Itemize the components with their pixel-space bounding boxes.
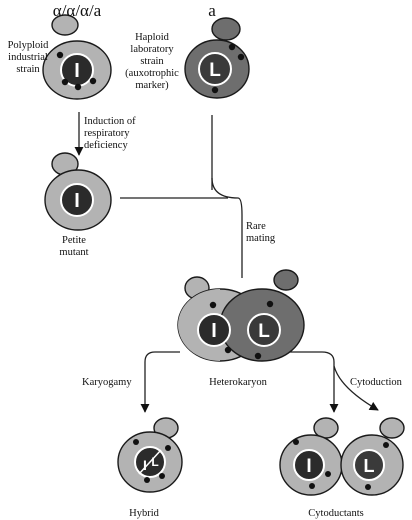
nucleus-letter-hybrid-industrial: I — [143, 457, 147, 473]
induction-step-label: Induction of respiratory deficiency — [84, 116, 136, 151]
hybrid-label: Hybrid — [129, 508, 159, 519]
industrial-strain-label: Polyploid industrial strain — [7, 40, 49, 75]
karyogamy-arrow — [140, 351, 180, 413]
lab-strain-label: Haploid laboratory strain (auxotrophic m… — [125, 32, 179, 91]
industrial-cell — [42, 14, 112, 100]
heterokaryon-cell — [177, 269, 305, 362]
industrial-genotype: α/α/α/a — [52, 1, 102, 20]
nucleus-letter-cytoductant-lab: L — [364, 456, 375, 476]
hybrid-cell — [117, 417, 183, 493]
petite-cell — [44, 152, 112, 231]
merge-curve — [211, 177, 243, 278]
lab-genotype: a — [208, 1, 216, 20]
cytoductants-label: Cytoductants — [308, 508, 364, 519]
karyogamy-label: Karyogamy — [82, 377, 132, 388]
heterokaryon-label: Heterokaryon — [209, 377, 267, 388]
nucleus-letter-industrial: I — [74, 60, 80, 82]
petite-mutant-label: Petite mutant — [59, 235, 89, 258]
rare-mating-label: Rare mating — [246, 221, 276, 244]
nucleus-letter-heterokaryon-lab: L — [258, 321, 270, 342]
nucleus-letter-hybrid-lab: L — [151, 455, 158, 469]
cytoductant-industrial-cell — [279, 417, 343, 496]
cytoduction-label: Cytoduction — [350, 377, 402, 388]
cytoductant-lab-cell — [340, 417, 405, 496]
nucleus-letter-heterokaryon-industrial: I — [211, 320, 217, 342]
nucleus-letter-cytoductant-industrial: I — [306, 456, 311, 477]
lab-cell — [184, 17, 250, 99]
cytoduction-split — [290, 351, 339, 413]
cytoduction-arrow — [333, 365, 379, 411]
nucleus-letter-lab: L — [209, 60, 221, 81]
nucleus-letter-petite: I — [74, 190, 80, 212]
